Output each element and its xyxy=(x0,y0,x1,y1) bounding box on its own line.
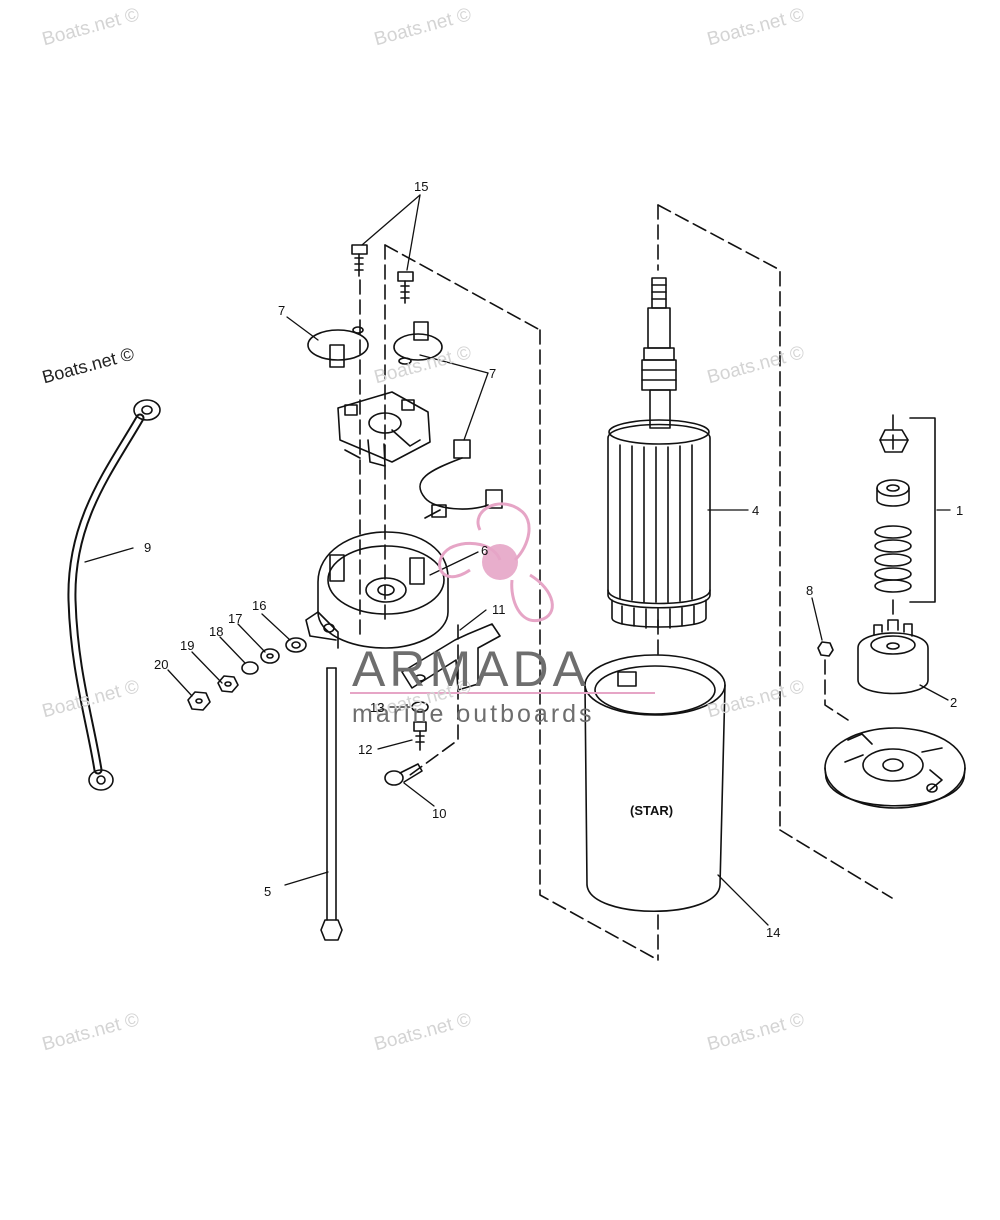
callout-5: 5 xyxy=(264,884,272,899)
washer-16 xyxy=(285,637,307,653)
ground-bracket xyxy=(401,623,501,691)
assembly-guide-lines xyxy=(359,204,894,961)
callout-leader-lines xyxy=(84,194,951,926)
callout-7-left: 7 xyxy=(278,303,286,318)
drive-washer xyxy=(876,479,910,507)
brush-spring-right xyxy=(393,321,443,365)
callout-9: 9 xyxy=(144,540,152,555)
screw-15b xyxy=(397,271,414,304)
callout-4: 4 xyxy=(752,503,760,518)
nut-8 xyxy=(817,641,834,657)
washer-17 xyxy=(260,648,280,664)
callout-18: 18 xyxy=(209,624,224,639)
lock-washer-18 xyxy=(241,661,259,675)
callout-7-right: 7 xyxy=(489,366,497,381)
callout-10: 10 xyxy=(432,806,447,821)
brand-tagline: marine outboards xyxy=(352,700,595,728)
callout-1: 1 xyxy=(956,503,964,518)
motor-housing xyxy=(584,654,726,912)
end-cap xyxy=(305,531,449,649)
armada-logo xyxy=(350,502,655,694)
callout-16: 16 xyxy=(252,598,267,613)
callout-2: 2 xyxy=(950,695,958,710)
callout-15: 15 xyxy=(414,179,429,194)
lock-washer-13 xyxy=(411,701,429,713)
battery-cable xyxy=(67,399,161,791)
callout-8: 8 xyxy=(806,583,814,598)
nut-20 xyxy=(187,691,211,711)
callout-14: 14 xyxy=(766,925,781,940)
brush-spring-left xyxy=(307,326,369,368)
screw-10 xyxy=(384,763,423,786)
brush-lead-wire xyxy=(419,439,503,519)
drive-end-plate xyxy=(824,727,966,809)
armature xyxy=(607,277,711,629)
callout-12: 12 xyxy=(358,742,373,757)
callout-6: 6 xyxy=(481,543,489,558)
callout-17: 17 xyxy=(228,611,243,626)
callout-19: 19 xyxy=(180,638,195,653)
nut-19 xyxy=(217,675,239,693)
callout-11: 11 xyxy=(492,602,506,617)
brush-holder-plate xyxy=(337,391,431,467)
drive-nut xyxy=(879,429,909,453)
drive-spring xyxy=(874,525,912,593)
through-bolt xyxy=(320,667,343,941)
bracket-item-1 xyxy=(909,417,936,603)
brand-name: ARMADA xyxy=(352,641,590,697)
callout-20: 20 xyxy=(154,657,169,672)
pinion-gear xyxy=(857,619,929,695)
callout-13: 13 xyxy=(370,700,385,715)
housing-label: (STAR) xyxy=(630,803,674,818)
screw-12 xyxy=(413,721,427,751)
screw-15a xyxy=(351,244,368,277)
